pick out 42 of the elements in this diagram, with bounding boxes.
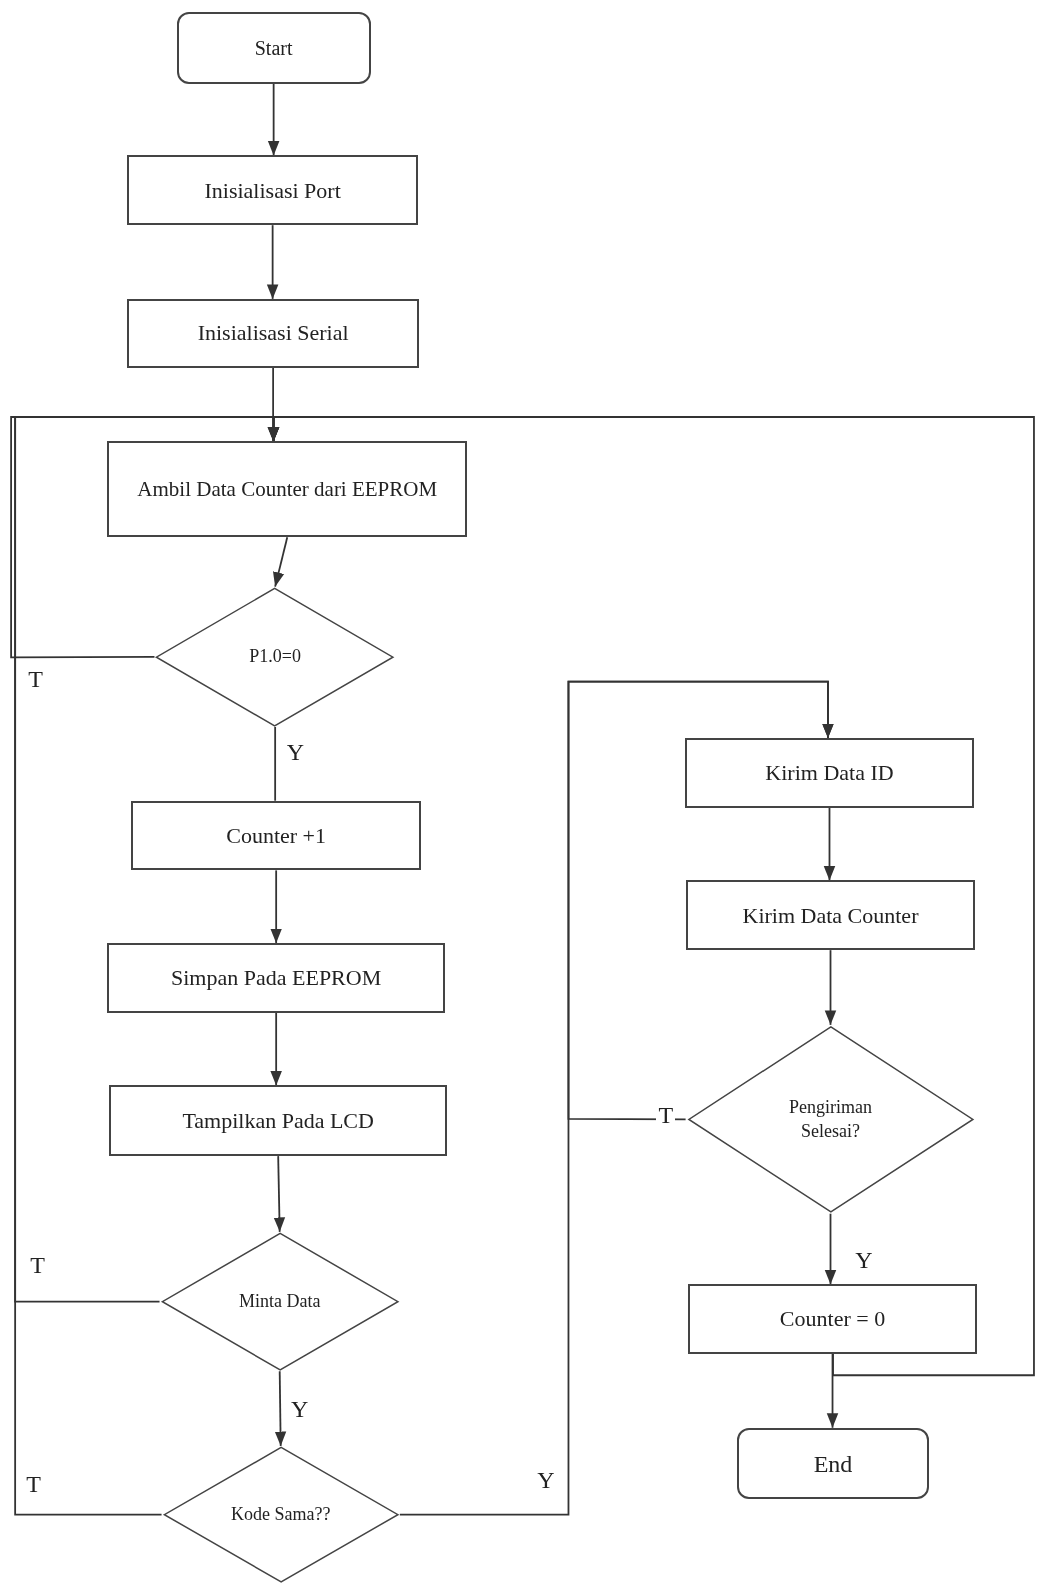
process-box bbox=[131, 800, 422, 871]
arrow bbox=[824, 949, 837, 1026]
node-text: Counter +1 bbox=[226, 821, 327, 850]
decision-diamond bbox=[161, 1445, 400, 1583]
process-box bbox=[107, 441, 468, 538]
node-text: Tampilkan Pada LCD bbox=[182, 1107, 374, 1135]
terminal-box bbox=[176, 12, 371, 84]
node-text: Counter = 0 bbox=[779, 1305, 886, 1333]
arrow bbox=[567, 680, 834, 1121]
process-box bbox=[109, 1085, 448, 1157]
node-text: End bbox=[813, 1449, 853, 1479]
process-box bbox=[127, 298, 419, 368]
node-text: Simpan Pada EEPROM bbox=[171, 964, 382, 992]
arrow bbox=[267, 82, 280, 157]
node-text: Pengiriman Selesai? bbox=[787, 1095, 873, 1144]
decision-diamond bbox=[159, 1231, 400, 1372]
node-text: Kirim Data Counter bbox=[742, 901, 919, 930]
process-box bbox=[684, 738, 975, 808]
decision-diamond bbox=[154, 586, 396, 727]
process-box bbox=[685, 880, 976, 951]
arrow bbox=[824, 1212, 837, 1286]
arrow bbox=[267, 416, 1035, 1377]
node-text: Kode Sama?? bbox=[229, 1503, 332, 1527]
arrow bbox=[270, 869, 282, 944]
node-text: Ambil Data Counter dari EEPROM bbox=[137, 476, 438, 503]
arrow bbox=[266, 224, 279, 300]
node-text: P1.0=0 bbox=[248, 645, 302, 669]
node-text: Start bbox=[254, 35, 293, 61]
node-text: Inisialisasi Port bbox=[204, 176, 341, 205]
process-box bbox=[107, 943, 446, 1013]
node-text: Minta Data bbox=[237, 1290, 322, 1314]
process-box bbox=[687, 1284, 978, 1354]
arrow bbox=[270, 1011, 282, 1087]
arrow bbox=[273, 1155, 286, 1233]
arrow bbox=[273, 536, 289, 588]
terminal-box bbox=[737, 1427, 929, 1500]
decision-diamond bbox=[685, 1024, 976, 1214]
node-text: Inisialisasi Serial bbox=[197, 319, 349, 347]
process-box bbox=[127, 155, 418, 226]
arrow bbox=[274, 1370, 287, 1447]
arrow bbox=[823, 806, 836, 882]
node-text: Kirim Data ID bbox=[765, 759, 894, 787]
